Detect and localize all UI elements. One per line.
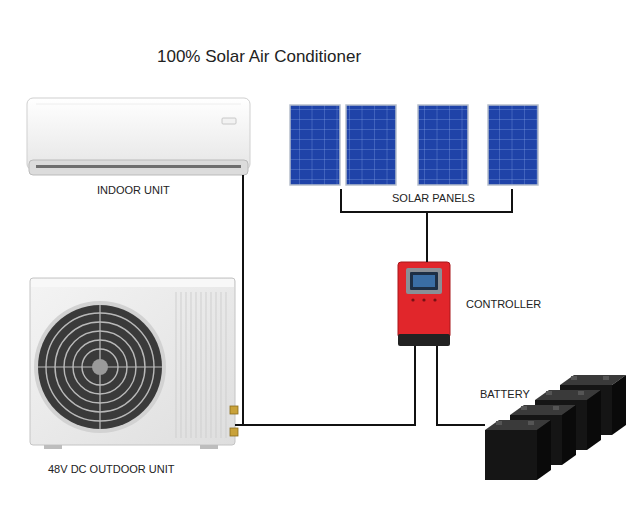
solar-panel-drawing — [290, 105, 538, 212]
controller-drawing — [398, 262, 450, 346]
node-label: SOLAR PANELS — [392, 192, 475, 205]
node-label: BATTERY — [480, 388, 530, 401]
power-wire — [426, 212, 428, 262]
node-label: CONTROLLER — [466, 298, 541, 311]
node-label: INDOOR UNIT — [97, 184, 170, 197]
indoor-unit-drawing — [27, 98, 250, 175]
outdoor-unit-drawing — [30, 278, 238, 449]
power-wire — [235, 175, 243, 425]
outdoor-unit: 48V DC OUTDOOR UNIT — [30, 278, 235, 445]
power-wire — [235, 346, 415, 425]
solar-panels: SOLAR PANELS — [290, 105, 537, 212]
battery: BATTERY — [485, 410, 626, 480]
node-label: 48V DC OUTDOOR UNIT — [48, 463, 175, 476]
power-wire — [437, 346, 485, 425]
diagram-title: 100% Solar Air Conditioner — [157, 47, 361, 67]
indoor-unit: INDOOR UNIT — [27, 98, 250, 175]
controller: CONTROLLER — [398, 262, 450, 346]
